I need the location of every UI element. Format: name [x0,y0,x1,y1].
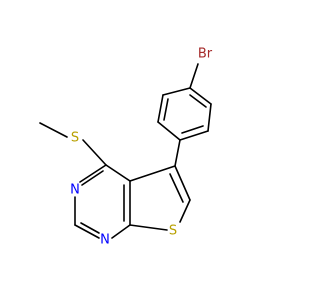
bond-c5-c6 [174,165,191,201]
bond-n1-c7a [111,224,131,239]
structure-diagram: Br S N N S [39,47,213,248]
bond-ph4-ph5 [189,87,212,105]
bromine-atom-label: Br [198,47,213,62]
methylthio-group [39,122,107,166]
bond-c4-n3-double [81,170,104,186]
methylthio-sulfur-label: S [71,131,79,146]
bond-c4a-c4 [105,164,131,182]
molecule-canvas: Br S N N S [39,47,213,248]
bond-ph2-ph3 [157,94,164,123]
bond-c4-n3 [79,164,107,183]
bond-ph2-ph3-inner [163,98,169,121]
bond-c4a-c5 [129,165,176,182]
bond-c2-n1 [74,224,100,239]
bond-c2-n1-double [80,222,100,234]
thiophene-sulfur-label: S [169,224,177,239]
bond-c5-c6-double [169,173,184,203]
ring-nitrogen-upper-label: N [70,183,80,198]
pyrimidine-ring [74,164,131,239]
bond-ph6-ph1-inner [181,125,204,134]
bond-ph4-ph5-inner [189,94,207,108]
bond-ph5-ph6 [207,103,212,132]
bond-ph6-ph1 [179,130,209,141]
bond-c6-s7 [179,199,191,223]
bond-s-c4 [82,139,107,166]
bond-ph1-ph2 [157,121,181,141]
bond-ph4-br [189,63,199,89]
phenyl-ring [157,87,212,141]
bond-s7-c7a [129,224,168,231]
thiophene-ring [129,165,191,231]
bond-methyl-s [39,122,68,138]
bond-ph3-ph4 [162,87,191,96]
ring-nitrogen-lower-label: N [100,233,110,248]
bond-c5-phenyl [174,139,181,167]
